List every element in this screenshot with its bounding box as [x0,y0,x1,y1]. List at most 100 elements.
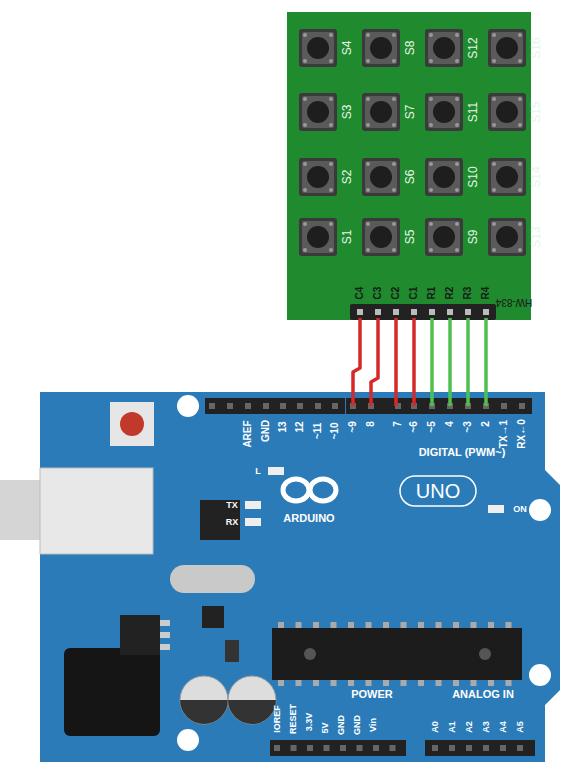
button-corner [492,33,496,37]
header-hole [291,745,297,751]
led-label: ON [513,505,527,514]
ic-pin [506,622,512,628]
header-pin [375,309,381,315]
pin-label: 5V [321,723,330,734]
pin-label: GND [337,715,346,735]
pin-label: 13 [278,422,288,433]
button-corner [366,97,370,101]
push-button [496,37,518,59]
switch-label: S14 [530,166,542,187]
button-corner [455,188,459,192]
ic-pin [436,680,442,686]
uno-badge [400,476,476,506]
header-hole [466,745,472,751]
button-corner [455,97,459,101]
header-hole [483,745,489,751]
header-hole [324,745,330,751]
button-corner [366,33,370,37]
button-corner [518,33,522,37]
push-button [428,96,460,128]
pin-label: A0 [431,721,440,733]
push-button [362,93,400,131]
pin-label: ~5 [427,421,437,432]
button-corner [366,162,370,166]
led-label: L [255,467,261,476]
button-corner [329,59,333,63]
pin-label: C4 [355,287,365,300]
microcontroller [272,628,522,680]
header-label: DIGITAL (PWM~) [419,447,506,458]
button-corner [455,222,459,226]
button-corner [303,59,307,63]
button-corner [455,59,459,63]
button-corner [392,162,396,166]
logo-text: UNO [416,481,460,501]
arduino-board [40,392,560,762]
push-button [302,32,334,64]
pin-label: ~11 [313,423,323,439]
push-button [365,221,397,253]
pin-label: A1 [448,721,457,733]
usb-chip [200,500,240,540]
push-button [370,37,392,59]
jumper-wires [353,318,486,406]
capacitor [228,676,276,724]
switch-label: S12 [467,37,479,58]
pin-label: TX→1 [499,420,509,448]
ic-pin [348,622,354,628]
header-hole [245,403,251,409]
button-corner [492,248,496,252]
button-corner [492,188,496,192]
header-hole [280,403,286,409]
pin-label: GND [353,715,362,735]
header-label: ANALOG IN [452,689,514,700]
power-jack [64,648,160,736]
push-button [425,29,463,67]
push-button [496,101,518,123]
switch-label: S16 [530,37,542,58]
reset-button [110,402,154,446]
button-corner [429,33,433,37]
push-button [365,96,397,128]
push-button [491,161,523,193]
arduino-logo [283,479,336,501]
push-button [428,161,460,193]
pin-label: C2 [391,287,401,300]
ic-pin [471,622,477,628]
ic-pin [383,622,389,628]
button-corner [518,248,522,252]
pin-label: 8 [366,421,376,427]
switch-label: S9 [467,230,479,245]
push-button [496,226,518,248]
mount-hole [529,664,551,686]
button-corner [366,59,370,63]
led [268,467,284,475]
push-button [491,32,523,64]
pin-label: RX←0 [517,420,527,449]
ic-pin [418,622,424,628]
header-hole [357,745,363,751]
button-corner [455,123,459,127]
pin-label: C1 [409,287,419,300]
button-corner [455,248,459,252]
button-corner [518,97,522,101]
push-button [496,166,518,188]
header-pin [429,309,435,315]
led [245,518,261,526]
switch-label: S15 [530,101,542,122]
header-pin [447,309,453,315]
push-button [362,158,400,196]
button-corner [455,162,459,166]
led-label: RX [226,518,239,527]
ic-pin [348,680,354,686]
button-corner [366,123,370,127]
header-label: POWER [351,689,393,700]
button-corner [429,97,433,101]
push-button [428,221,460,253]
push-button [302,161,334,193]
header-hole [274,745,280,751]
button-corner [518,222,522,226]
keypad-board [287,12,531,320]
pin-label: GND [261,420,271,442]
push-button [362,29,400,67]
